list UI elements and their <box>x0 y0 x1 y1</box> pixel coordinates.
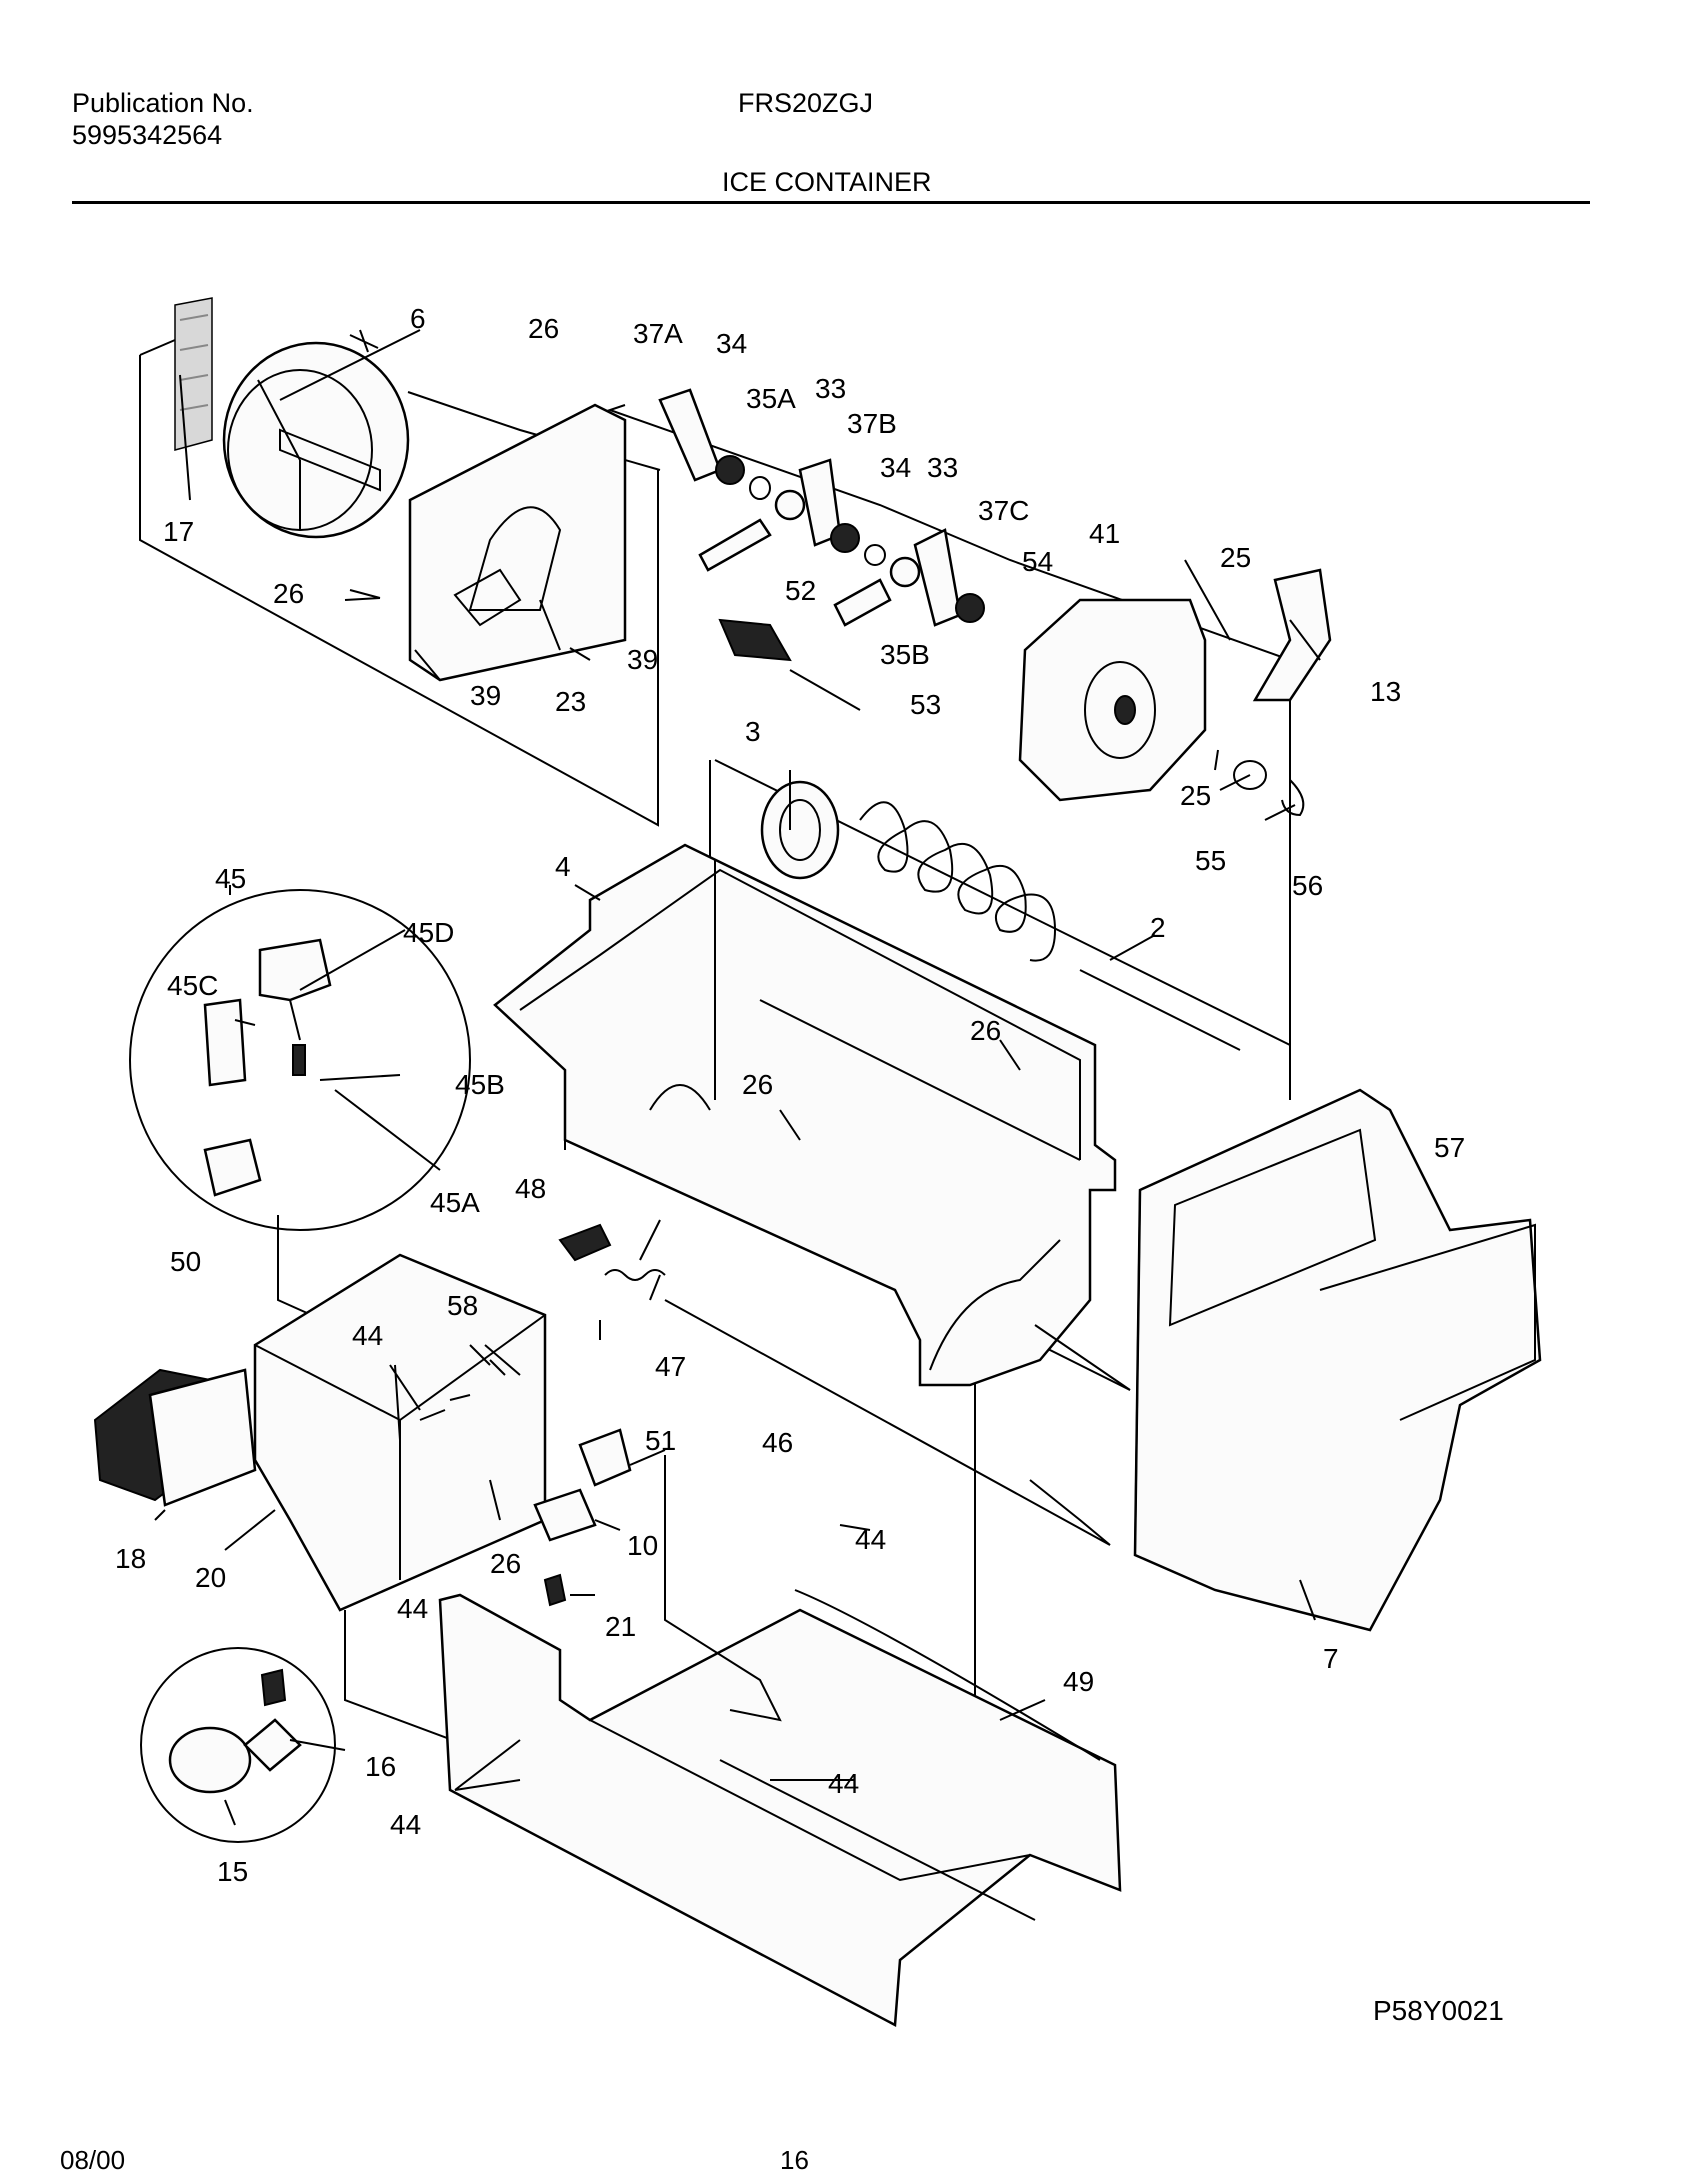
callout-44c: 44 <box>397 1593 428 1624</box>
callout-47: 47 <box>655 1351 686 1382</box>
callout-54: 54 <box>1022 546 1053 577</box>
detail-45-circle <box>129 889 471 1231</box>
callout-17: 17 <box>163 516 194 547</box>
callout-44: 44 <box>352 1320 383 1351</box>
callout-39: 39 <box>627 644 658 675</box>
callout-44e: 44 <box>390 1809 421 1840</box>
callout-55: 55 <box>1195 845 1226 876</box>
part-41-auger-housing <box>1018 568 1332 817</box>
callout-46: 46 <box>762 1427 793 1458</box>
callout-49: 49 <box>1063 1666 1094 1697</box>
callout-35a: 35A <box>746 383 796 414</box>
auger-drive-parts <box>658 388 985 711</box>
callout-26b: 26 <box>273 578 304 609</box>
callout-45c: 45C <box>167 970 218 1001</box>
part-callout-labels: 6 26 37A 34 35A 33 37B 34 33 37C 41 54 2… <box>115 303 1465 1887</box>
callout-57: 57 <box>1434 1132 1465 1163</box>
callout-26e: 26 <box>490 1548 521 1579</box>
callout-45d: 45D <box>403 917 454 948</box>
part-4-ice-bin <box>493 843 1117 1387</box>
callout-39b: 39 <box>470 680 501 711</box>
callout-18: 18 <box>115 1543 146 1574</box>
callout-4: 4 <box>555 851 571 882</box>
callout-7: 7 <box>1323 1643 1339 1674</box>
callout-15: 15 <box>217 1856 248 1887</box>
callout-21: 21 <box>605 1611 636 1642</box>
callout-45a: 45A <box>430 1187 480 1218</box>
part-6-drum <box>222 341 410 539</box>
callout-45: 45 <box>215 863 246 894</box>
callout-45b: 45B <box>455 1069 505 1100</box>
callout-leaders <box>154 329 1321 1826</box>
part-17-filter <box>174 297 213 451</box>
callout-6: 6 <box>410 303 426 334</box>
callout-25: 25 <box>1220 542 1251 573</box>
callout-33: 33 <box>815 373 846 404</box>
callout-34b: 34 <box>880 452 911 483</box>
callout-37b: 37B <box>847 408 897 439</box>
footer-date: 08/00 <box>60 2145 126 2175</box>
callout-44d: 44 <box>828 1768 859 1799</box>
callout-56: 56 <box>1292 870 1323 901</box>
callout-51: 51 <box>645 1425 676 1456</box>
callout-34: 34 <box>716 328 747 359</box>
callout-37c: 37C <box>978 495 1029 526</box>
callout-37a: 37A <box>633 318 683 349</box>
callout-13: 13 <box>1370 676 1401 707</box>
part-7-door <box>1133 1088 1542 1632</box>
header-rule <box>72 201 1590 204</box>
callout-53: 53 <box>910 689 941 720</box>
callout-25b: 25 <box>1180 780 1211 811</box>
drawing-id: P58Y0021 <box>1373 1995 1504 2026</box>
callout-20: 20 <box>195 1562 226 1593</box>
publication-label: Publication No. <box>72 88 254 118</box>
section-title: ICE CONTAINER <box>722 167 932 197</box>
callout-35b: 35B <box>880 639 930 670</box>
callout-41: 41 <box>1089 518 1120 549</box>
callout-26d: 26 <box>742 1069 773 1100</box>
callout-50: 50 <box>170 1246 201 1277</box>
part-46-actuator-rod <box>558 1223 1111 1546</box>
callout-26: 26 <box>528 313 559 344</box>
callout-2: 2 <box>1150 912 1166 943</box>
page-number: 16 <box>780 2145 809 2175</box>
part-23-back-plate <box>344 329 627 682</box>
callout-23: 23 <box>555 686 586 717</box>
callout-10: 10 <box>627 1530 658 1561</box>
publication-number: 5995342564 <box>72 120 223 150</box>
callout-48: 48 <box>515 1173 546 1204</box>
callout-52: 52 <box>785 575 816 606</box>
callout-26c: 26 <box>970 1015 1001 1046</box>
parts-10-21-51 <box>533 1428 632 1607</box>
callout-3: 3 <box>745 716 761 747</box>
callout-44b: 44 <box>855 1524 886 1555</box>
detail-15-16-circle <box>140 1647 336 1843</box>
part-49-tray <box>438 1455 1122 2027</box>
callout-16: 16 <box>365 1751 396 1782</box>
part-2-auger-spiral <box>760 780 1241 1051</box>
callout-33b: 33 <box>927 452 958 483</box>
model-number: FRS20ZGJ <box>738 88 874 118</box>
callout-58: 58 <box>447 1290 478 1321</box>
